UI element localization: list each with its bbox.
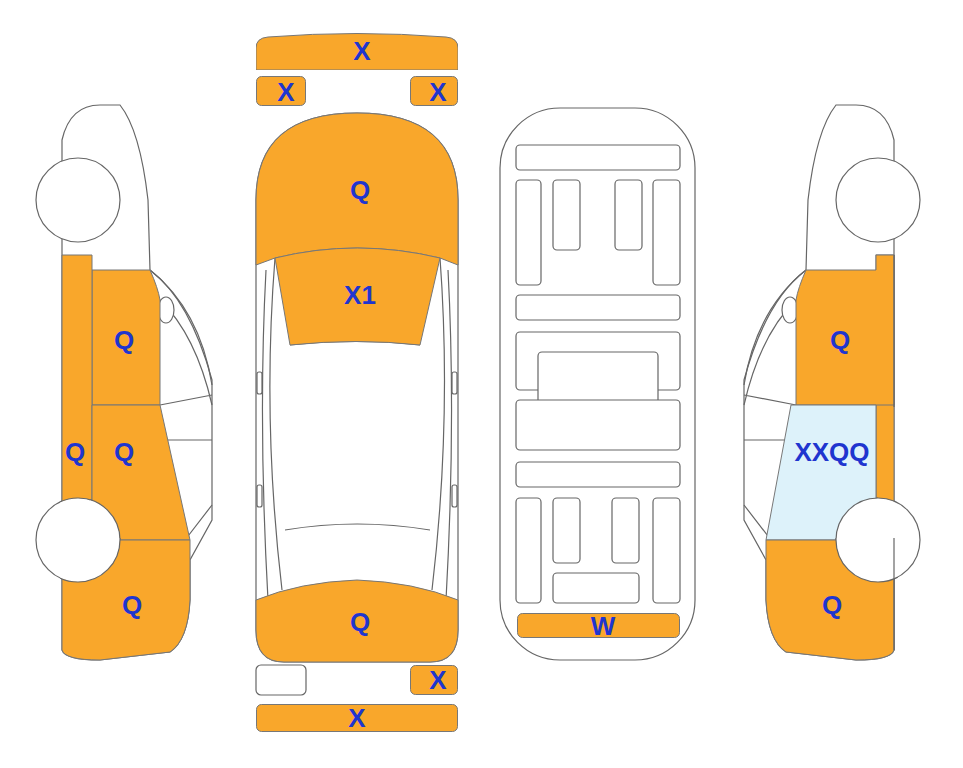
panel-group xyxy=(92,270,160,405)
right-car xyxy=(744,105,920,660)
wheel xyxy=(90,498,120,542)
wheel xyxy=(836,498,920,582)
left-car xyxy=(36,105,212,660)
side-mirror xyxy=(257,372,262,394)
panel-fill xyxy=(256,580,458,662)
panel-fill xyxy=(411,77,458,106)
bumper-corner: X xyxy=(410,76,458,106)
frame-part xyxy=(516,295,680,320)
damage-code: X xyxy=(429,79,446,105)
fender-panel: Q xyxy=(60,538,192,662)
damage-code: X xyxy=(429,667,446,693)
frame-part xyxy=(612,498,639,563)
damage-code: X1 xyxy=(344,282,376,308)
wheel xyxy=(836,158,920,242)
frame-part xyxy=(516,180,541,285)
bumper-panel: X xyxy=(256,30,458,70)
panel-group xyxy=(90,405,190,542)
door-panel: Q xyxy=(90,403,192,542)
wheel xyxy=(60,538,120,582)
windshield-panel: X1 xyxy=(273,236,443,348)
panel-fill xyxy=(796,255,894,405)
panel-group xyxy=(257,705,458,732)
panel-shape xyxy=(764,403,878,542)
door-panel: Q xyxy=(90,268,162,407)
panel-group xyxy=(256,113,458,265)
damage-code: Q xyxy=(122,592,142,618)
panel-group xyxy=(275,248,440,345)
damage-code: Q xyxy=(65,439,85,465)
panel-fill xyxy=(275,248,440,345)
wheel xyxy=(60,498,94,542)
frame-part xyxy=(553,180,580,250)
underbody xyxy=(500,108,695,660)
panel-fill xyxy=(92,270,160,405)
damage-code: W xyxy=(591,613,616,639)
damage-code: Q xyxy=(114,439,134,465)
panel-fill xyxy=(257,705,458,732)
side-marker xyxy=(452,485,457,507)
panel-group xyxy=(60,255,94,542)
frame-part xyxy=(653,498,680,603)
panel-group xyxy=(256,34,458,71)
car-body xyxy=(256,113,458,662)
panel-group xyxy=(796,255,894,407)
body-edge xyxy=(893,255,894,407)
panel-shape xyxy=(60,253,94,542)
damage-code: Q xyxy=(114,327,134,353)
bumper-panel: X xyxy=(256,704,458,732)
damage-code: X xyxy=(277,79,294,105)
panel-group xyxy=(257,77,306,106)
panel-fill xyxy=(256,113,458,265)
underbody-panel: W xyxy=(517,613,680,638)
frame-part xyxy=(553,573,639,603)
wheel xyxy=(36,158,120,242)
frame-part xyxy=(516,462,680,487)
fender-panel: Q xyxy=(762,538,898,662)
hood-panel: Q xyxy=(254,111,460,268)
panel-group xyxy=(60,538,190,660)
bumper-corner xyxy=(256,665,306,695)
bumper-corner: X xyxy=(410,665,458,695)
panel-group xyxy=(256,580,458,662)
frame-part xyxy=(615,180,642,250)
damage-code: Q xyxy=(830,327,850,353)
panel-fill xyxy=(62,255,92,540)
panel-group xyxy=(766,538,898,660)
body-edge xyxy=(893,538,894,650)
frame-part xyxy=(516,400,680,450)
damage-code: Q xyxy=(350,177,370,203)
wheel xyxy=(836,538,898,582)
frame-part xyxy=(516,145,680,170)
panel-group xyxy=(766,403,878,542)
side-marker xyxy=(257,485,262,507)
frame-part xyxy=(653,180,680,285)
sill-panel: Q xyxy=(60,253,94,542)
panel-shape xyxy=(90,403,192,542)
panel-group xyxy=(411,666,458,695)
damage-code: X xyxy=(348,705,365,731)
panel-fill xyxy=(256,34,458,71)
damage-code: XXQQ xyxy=(794,439,869,465)
frame-part xyxy=(516,498,541,603)
top-car xyxy=(256,113,458,695)
panel-fill xyxy=(257,77,306,106)
bumper-corner: X xyxy=(256,76,306,106)
side-mirror xyxy=(452,372,457,394)
door-panel: XXQQ xyxy=(764,403,878,542)
door-panel: Q xyxy=(794,253,896,407)
wheel xyxy=(36,498,120,582)
wheel xyxy=(836,498,878,542)
damage-code: Q xyxy=(350,609,370,635)
trunk-panel: Q xyxy=(254,578,460,664)
panel-fill xyxy=(411,666,458,695)
damage-code: Q xyxy=(822,592,842,618)
frame-part xyxy=(553,498,580,563)
panel-group xyxy=(411,77,458,106)
underbody-outline xyxy=(500,108,695,660)
damage-code: X xyxy=(353,38,370,64)
